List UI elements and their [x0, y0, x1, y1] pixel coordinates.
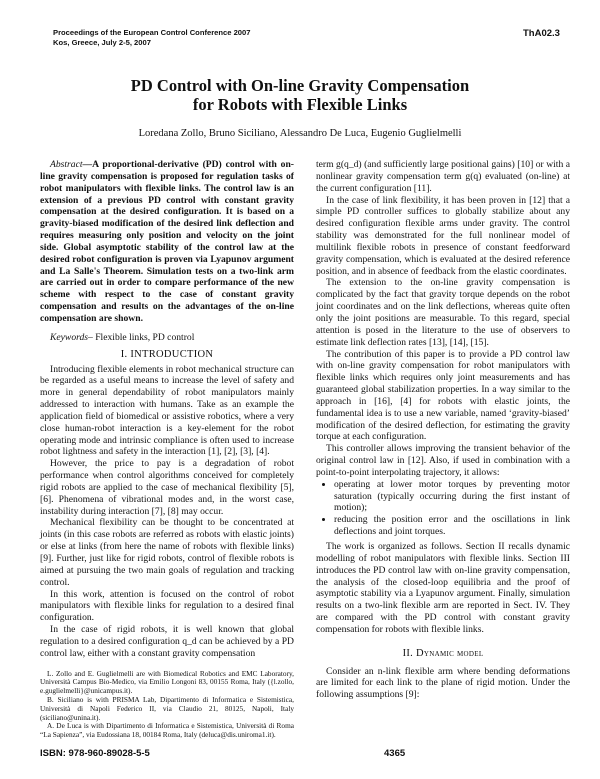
paragraph: In this work, attention is focused on th…	[40, 588, 294, 624]
conference-header: Proceedings of the European Control Conf…	[53, 28, 250, 47]
paragraph: The work is organized as follows. Sectio…	[316, 541, 570, 635]
bullet-item: operating at lower motor torques by prev…	[334, 479, 570, 515]
page-number: 4365	[384, 747, 406, 759]
paragraph: Consider an n-link flexible arm where be…	[316, 665, 570, 701]
abstract-label: Abstract	[50, 159, 83, 170]
abstract: Abstract—A proportional-derivative (PD) …	[40, 159, 294, 325]
paragraph: In the case of rigid robots, it is well …	[40, 624, 294, 659]
conference-name: Proceedings of the European Control Conf…	[53, 28, 251, 37]
page-footer: ISBN: 978-960-89028-5-5 4365	[40, 748, 570, 779]
page-body: Abstract—A proportional-derivative (PD) …	[0, 0, 570, 779]
isbn: ISBN: 978-960-89028-5-5	[40, 747, 150, 759]
paragraph: Mechanical flexibility can be thought to…	[40, 517, 294, 588]
paragraph: The extension to the on-line gravity com…	[316, 277, 570, 348]
session-code: ThA02.3	[523, 28, 560, 39]
right-column: term g(q_d) (and sufficiently large posi…	[316, 159, 570, 701]
paragraph: In the case of link flexibility, it has …	[316, 194, 570, 277]
two-column-body: Abstract—A proportional-derivative (PD) …	[40, 159, 570, 740]
footnote: A. De Luca is with Dipartimento di Infor…	[40, 721, 294, 740]
title-line-1: PD Control with On-line Gravity Compensa…	[130, 76, 470, 95]
keywords-label: Keywords	[50, 331, 89, 343]
abstract-text: —A proportional-derivative (PD) control …	[40, 159, 294, 324]
paragraph: term g(q_d) (and sufficiently large posi…	[316, 159, 570, 194]
keywords: Keywords– Flexible links, PD control	[40, 332, 294, 344]
footnotes: L. Zollo and E. Guglielmelli are with Bi…	[40, 668, 294, 740]
paragraph: However, the price to pay is a degradati…	[40, 458, 294, 517]
paper-title: PD Control with On-line Gravity Compensa…	[0, 76, 600, 114]
paragraph: This controller allows improving the tra…	[316, 443, 570, 478]
title-line-2: for Robots with Flexible Links	[192, 95, 408, 114]
section-heading-introduction: I. INTRODUCTION	[120, 348, 214, 360]
section-heading-dynamic-model: II. Dynamic model	[402, 647, 484, 659]
bullet-item: reducing the position error and the osci…	[334, 514, 570, 538]
footnote: L. Zollo and E. Guglielmelli are with Bi…	[40, 668, 294, 696]
authors: Loredana Zollo, Bruno Siciliano, Alessan…	[138, 128, 462, 139]
footnote: B. Siciliano is with PRISMA Lab, Diparti…	[40, 694, 294, 722]
keywords-text: – Flexible links, PD control	[88, 331, 195, 343]
bullet-list: operating at lower motor torques by prev…	[316, 479, 570, 538]
left-column: Abstract—A proportional-derivative (PD) …	[40, 159, 294, 740]
conference-location: Kos, Greece, July 2-5, 2007	[53, 37, 151, 47]
paragraph: The contribution of this paper is to pro…	[316, 348, 570, 443]
paragraph: Introducing flexible elements in robot m…	[40, 363, 294, 458]
